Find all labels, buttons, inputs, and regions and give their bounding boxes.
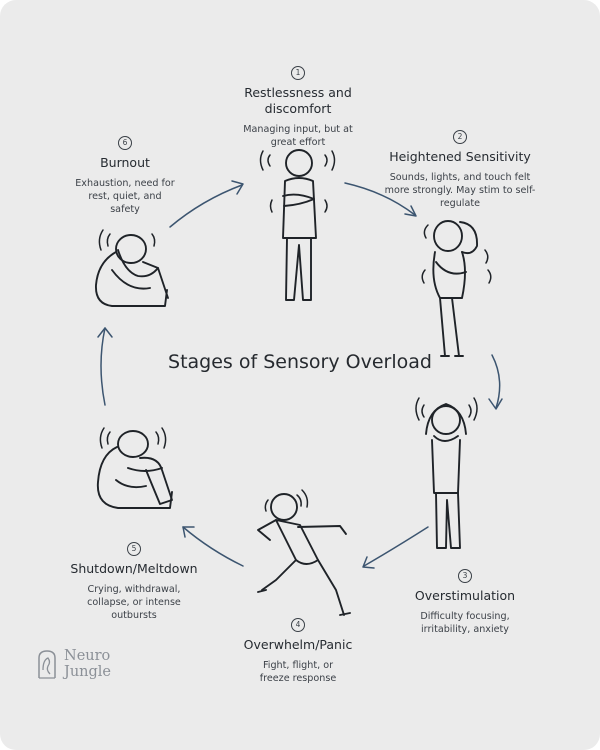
page-title: Stages of Sensory Overload [168, 351, 432, 373]
stage-description: Managing input, but at great effort [243, 124, 353, 148]
arrow-3-to-4-icon [362, 526, 429, 569]
arrow-5-to-6-icon [97, 327, 113, 406]
stage-number-badge: 1 [291, 66, 305, 80]
arrow-4-to-5-icon [182, 526, 244, 567]
stage-title: Overwhelm/Panic [243, 637, 353, 652]
brand-name-line2: Jungle [64, 664, 111, 680]
stage-number-badge: 2 [453, 130, 467, 144]
stage-number-badge: 3 [458, 569, 472, 583]
stage-title: Shutdown/Meltdown [70, 561, 198, 576]
panic-figure-icon [257, 489, 351, 616]
stage-6: 6 Burnout Exhaustion, need for rest, qui… [60, 130, 190, 216]
overstimulated-figure-icon [415, 397, 478, 549]
stage-title: Overstimulation [414, 588, 516, 603]
stage-number-badge: 6 [118, 136, 132, 150]
stage-3: 3 Overstimulation Difficulty focusing, i… [395, 563, 535, 636]
stage-title: Heightened Sensitivity [389, 149, 531, 164]
stage-description: Exhaustion, need for rest, quiet, and sa… [75, 178, 175, 215]
brand-name-line1: Neuro [64, 648, 111, 664]
cycle-arrows [97, 180, 503, 569]
stage-description: Crying, withdrawal, collapse, or intense… [87, 584, 181, 621]
stage-5: 5 Shutdown/Meltdown Crying, withdrawal, … [54, 536, 214, 622]
stage-4: 4 Overwhelm/Panic Fight, flight, or free… [228, 612, 368, 685]
arrow-1-to-2-icon [344, 182, 417, 217]
stage-description: Sounds, lights, and touch felt more stro… [384, 172, 536, 209]
stage-title: Restlessness and discomfort [244, 85, 352, 116]
stage-number-badge: 5 [127, 542, 141, 556]
stage-description: Fight, flight, or freeze response [259, 660, 337, 684]
restless-figure-icon [259, 149, 336, 301]
stage-2: 2 Heightened Sensitivity Sounds, lights,… [376, 124, 544, 210]
arrow-2-to-3-icon [488, 354, 503, 410]
neuro-jungle-logo-icon [38, 650, 56, 679]
brand-name: Neuro Jungle [64, 648, 111, 680]
sensitive-figure-icon [421, 220, 492, 357]
stage-title: Burnout [100, 155, 150, 170]
arrow-6-to-1-icon [169, 180, 244, 228]
brand-logo: Neuro Jungle [36, 648, 111, 686]
burnout-figure-icon [95, 229, 169, 307]
stage-number-badge: 4 [291, 618, 305, 632]
stage-description: Difficulty focusing, irritability, anxie… [420, 611, 510, 635]
shutdown-figure-icon [96, 427, 173, 509]
stage-1: 1 Restlessness and discomfort Managing i… [218, 60, 378, 149]
